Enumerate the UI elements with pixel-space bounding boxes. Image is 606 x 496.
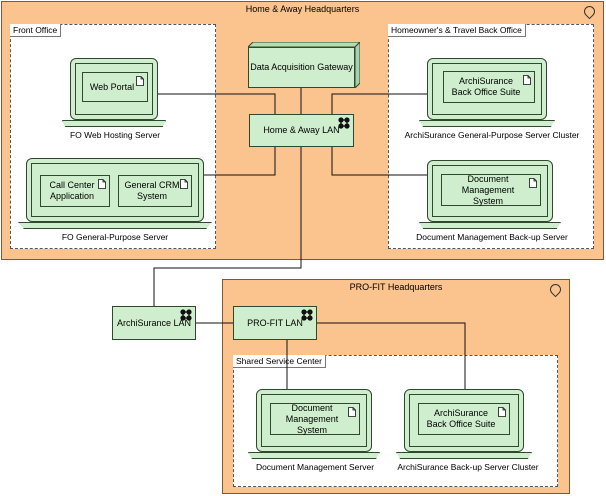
app-label: General CRM System (124, 180, 180, 201)
device-caption: FO General-Purpose Server (61, 232, 169, 242)
group-title: Homeowner's & Travel Back Office (388, 24, 526, 37)
device-base (18, 222, 212, 229)
device-base (248, 452, 380, 459)
network-icon (301, 309, 313, 321)
location-title: PRO-FIT Headquarters (349, 282, 443, 292)
document-icon (136, 76, 144, 86)
node-label: Home & Away LAN (263, 125, 340, 135)
app-document-management-system[interactable]: Document Management System (270, 403, 360, 435)
device-caption: Document Management Server (255, 462, 375, 472)
app-archisurance-back-office-suite[interactable]: ArchiSurance Back Office Suite (418, 403, 510, 435)
location-title: Home & Away Headquarters (245, 4, 360, 14)
node-archisurance-lan[interactable]: ArchiSurance LAN (112, 306, 196, 340)
connection-fo-general-to-lan (204, 146, 276, 176)
connection-archisurance-cluster-to-lan (331, 93, 427, 116)
document-icon (529, 178, 537, 188)
device-caption: ArchiSurance Back-up Server Cluster (397, 462, 539, 472)
app-label: ArchiSurance Back Office Suite (426, 408, 496, 429)
app-label: ArchiSurance Back Office Suite (451, 76, 521, 97)
document-icon (98, 179, 106, 189)
node-label: PRO-FIT LAN (247, 317, 303, 328)
device-caption: Document Management Back-up Server (416, 232, 568, 242)
document-icon (180, 179, 188, 189)
group-title: Front Office (10, 24, 62, 37)
app-label: Web Portal (89, 81, 135, 92)
device-base (396, 452, 532, 459)
device-caption: ArchiSurance General-Purpose Server Clus… (404, 130, 580, 140)
document-icon (523, 75, 531, 85)
app-document-management-system[interactable]: Document Management System (441, 174, 541, 206)
connection-doc-mgmt-backup-to-lan (331, 146, 427, 176)
app-label: Document Management System (461, 173, 515, 206)
app-archisurance-back-office-suite[interactable]: ArchiSurance Back Office Suite (443, 71, 535, 103)
app-label: Document Management System (285, 402, 339, 435)
device-base (62, 120, 166, 127)
device-base (419, 120, 555, 127)
app-general-crm-system[interactable]: General CRM System (118, 175, 192, 207)
device-base (419, 222, 561, 229)
app-label: Call Center Application (49, 180, 95, 201)
network-icon (180, 309, 192, 321)
connection-home-lan-to-archisurance-lan (153, 146, 302, 306)
node-3d-box (248, 42, 360, 88)
document-icon (498, 407, 506, 417)
node-data-acquisition-gateway[interactable]: Data Acquisition Gateway (248, 42, 360, 88)
app-call-center-application[interactable]: Call Center Application (40, 175, 110, 207)
document-icon (348, 407, 356, 417)
connection-web-hosting-to-lan (158, 93, 276, 116)
node-label: Data Acquisition Gateway (250, 62, 353, 72)
connection-profit-lan-to-backup-cluster (317, 322, 466, 390)
network-icon (338, 117, 350, 129)
app-web-portal[interactable]: Web Portal (82, 72, 148, 102)
device-caption: FO Web Hosting Server (69, 130, 161, 140)
node-home-away-lan[interactable]: Home & Away LAN (249, 114, 354, 147)
node-profit-lan[interactable]: PRO-FIT LAN (233, 306, 317, 340)
group-title: Shared Service Center (233, 355, 326, 368)
node-label: ArchiSurance LAN (116, 317, 192, 328)
